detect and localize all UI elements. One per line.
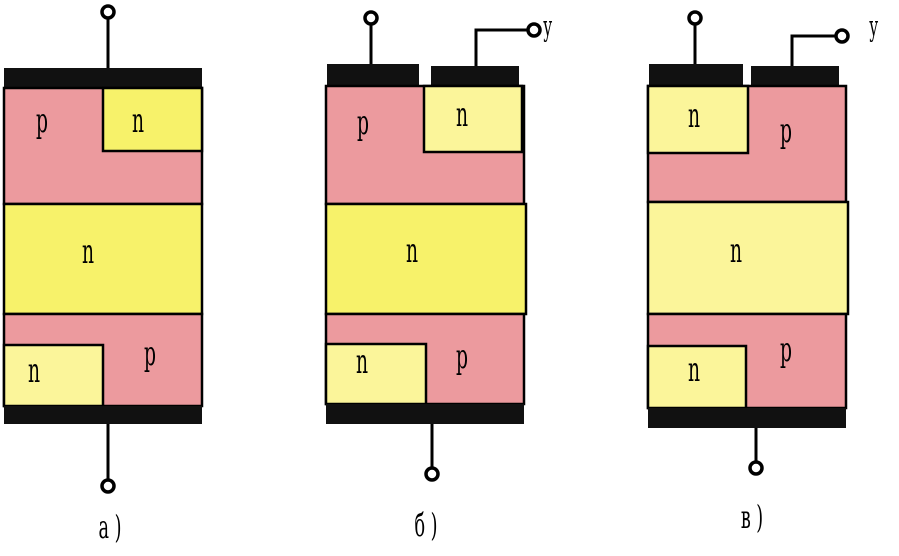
label-top-n-b: n (456, 96, 468, 134)
bottom-n-region-c (646, 344, 748, 410)
diagram-b: y p n n n p б ) (324, 10, 553, 545)
anode-electrode-a (4, 68, 202, 88)
gate-terminal-c[interactable] (834, 28, 850, 44)
anode-terminal-c[interactable] (687, 10, 703, 26)
cathode-terminal-b[interactable] (424, 466, 440, 482)
gate-lead-c (790, 34, 836, 66)
anode-terminal-a[interactable] (100, 4, 116, 20)
label-top-n-a: n (132, 102, 144, 140)
caption-c: в ) (741, 499, 763, 536)
label-top-n-c: n (688, 97, 700, 135)
middle-n-layer-b (324, 202, 528, 316)
gate-label-c: y (869, 11, 879, 43)
label-bottom-p-c: p (780, 331, 792, 369)
middle-n-layer-c (646, 200, 850, 316)
cathode-electrode-c (648, 408, 846, 428)
gate-label-b: y (543, 11, 553, 43)
bottom-n-region-a (2, 343, 105, 408)
label-bottom-p-b: p (456, 338, 468, 376)
bottom-n-region-b (324, 342, 428, 406)
label-top-p-c: p (780, 112, 792, 150)
anode-electrode-b (327, 64, 419, 85)
top-n-region-c (646, 84, 750, 155)
label-top-p-b: p (357, 104, 369, 142)
caption-a: а ) (99, 509, 122, 546)
caption-b: б ) (414, 507, 437, 544)
label-bottom-n-c: n (688, 351, 700, 389)
label-bottom-p-a: p (144, 335, 156, 373)
anode-electrode-c (649, 64, 743, 85)
top-n-region-a (101, 86, 204, 153)
cathode-terminal-a[interactable] (100, 478, 116, 494)
anode-terminal-b[interactable] (363, 10, 379, 26)
label-middle-n-b: n (406, 232, 418, 270)
diagram-a: p n n n p а ) (2, 4, 204, 547)
gate-electrode-c (751, 66, 839, 87)
cathode-electrode-a (4, 406, 202, 424)
gate-electrode-b (431, 66, 519, 87)
gate-lead-b (474, 28, 528, 66)
top-n-region-b (422, 84, 524, 154)
label-top-p-a: p (36, 102, 48, 140)
label-bottom-n-a: n (28, 352, 40, 390)
middle-n-layer-a (2, 202, 204, 316)
label-bottom-n-b: n (356, 343, 368, 381)
cathode-terminal-c[interactable] (748, 460, 764, 476)
label-middle-n-a: n (82, 233, 94, 271)
diagram-c: y n p n n p в ) (646, 10, 879, 537)
cathode-electrode-b (326, 404, 524, 424)
gate-terminal-b[interactable] (526, 22, 542, 38)
label-middle-n-c: n (730, 232, 742, 270)
